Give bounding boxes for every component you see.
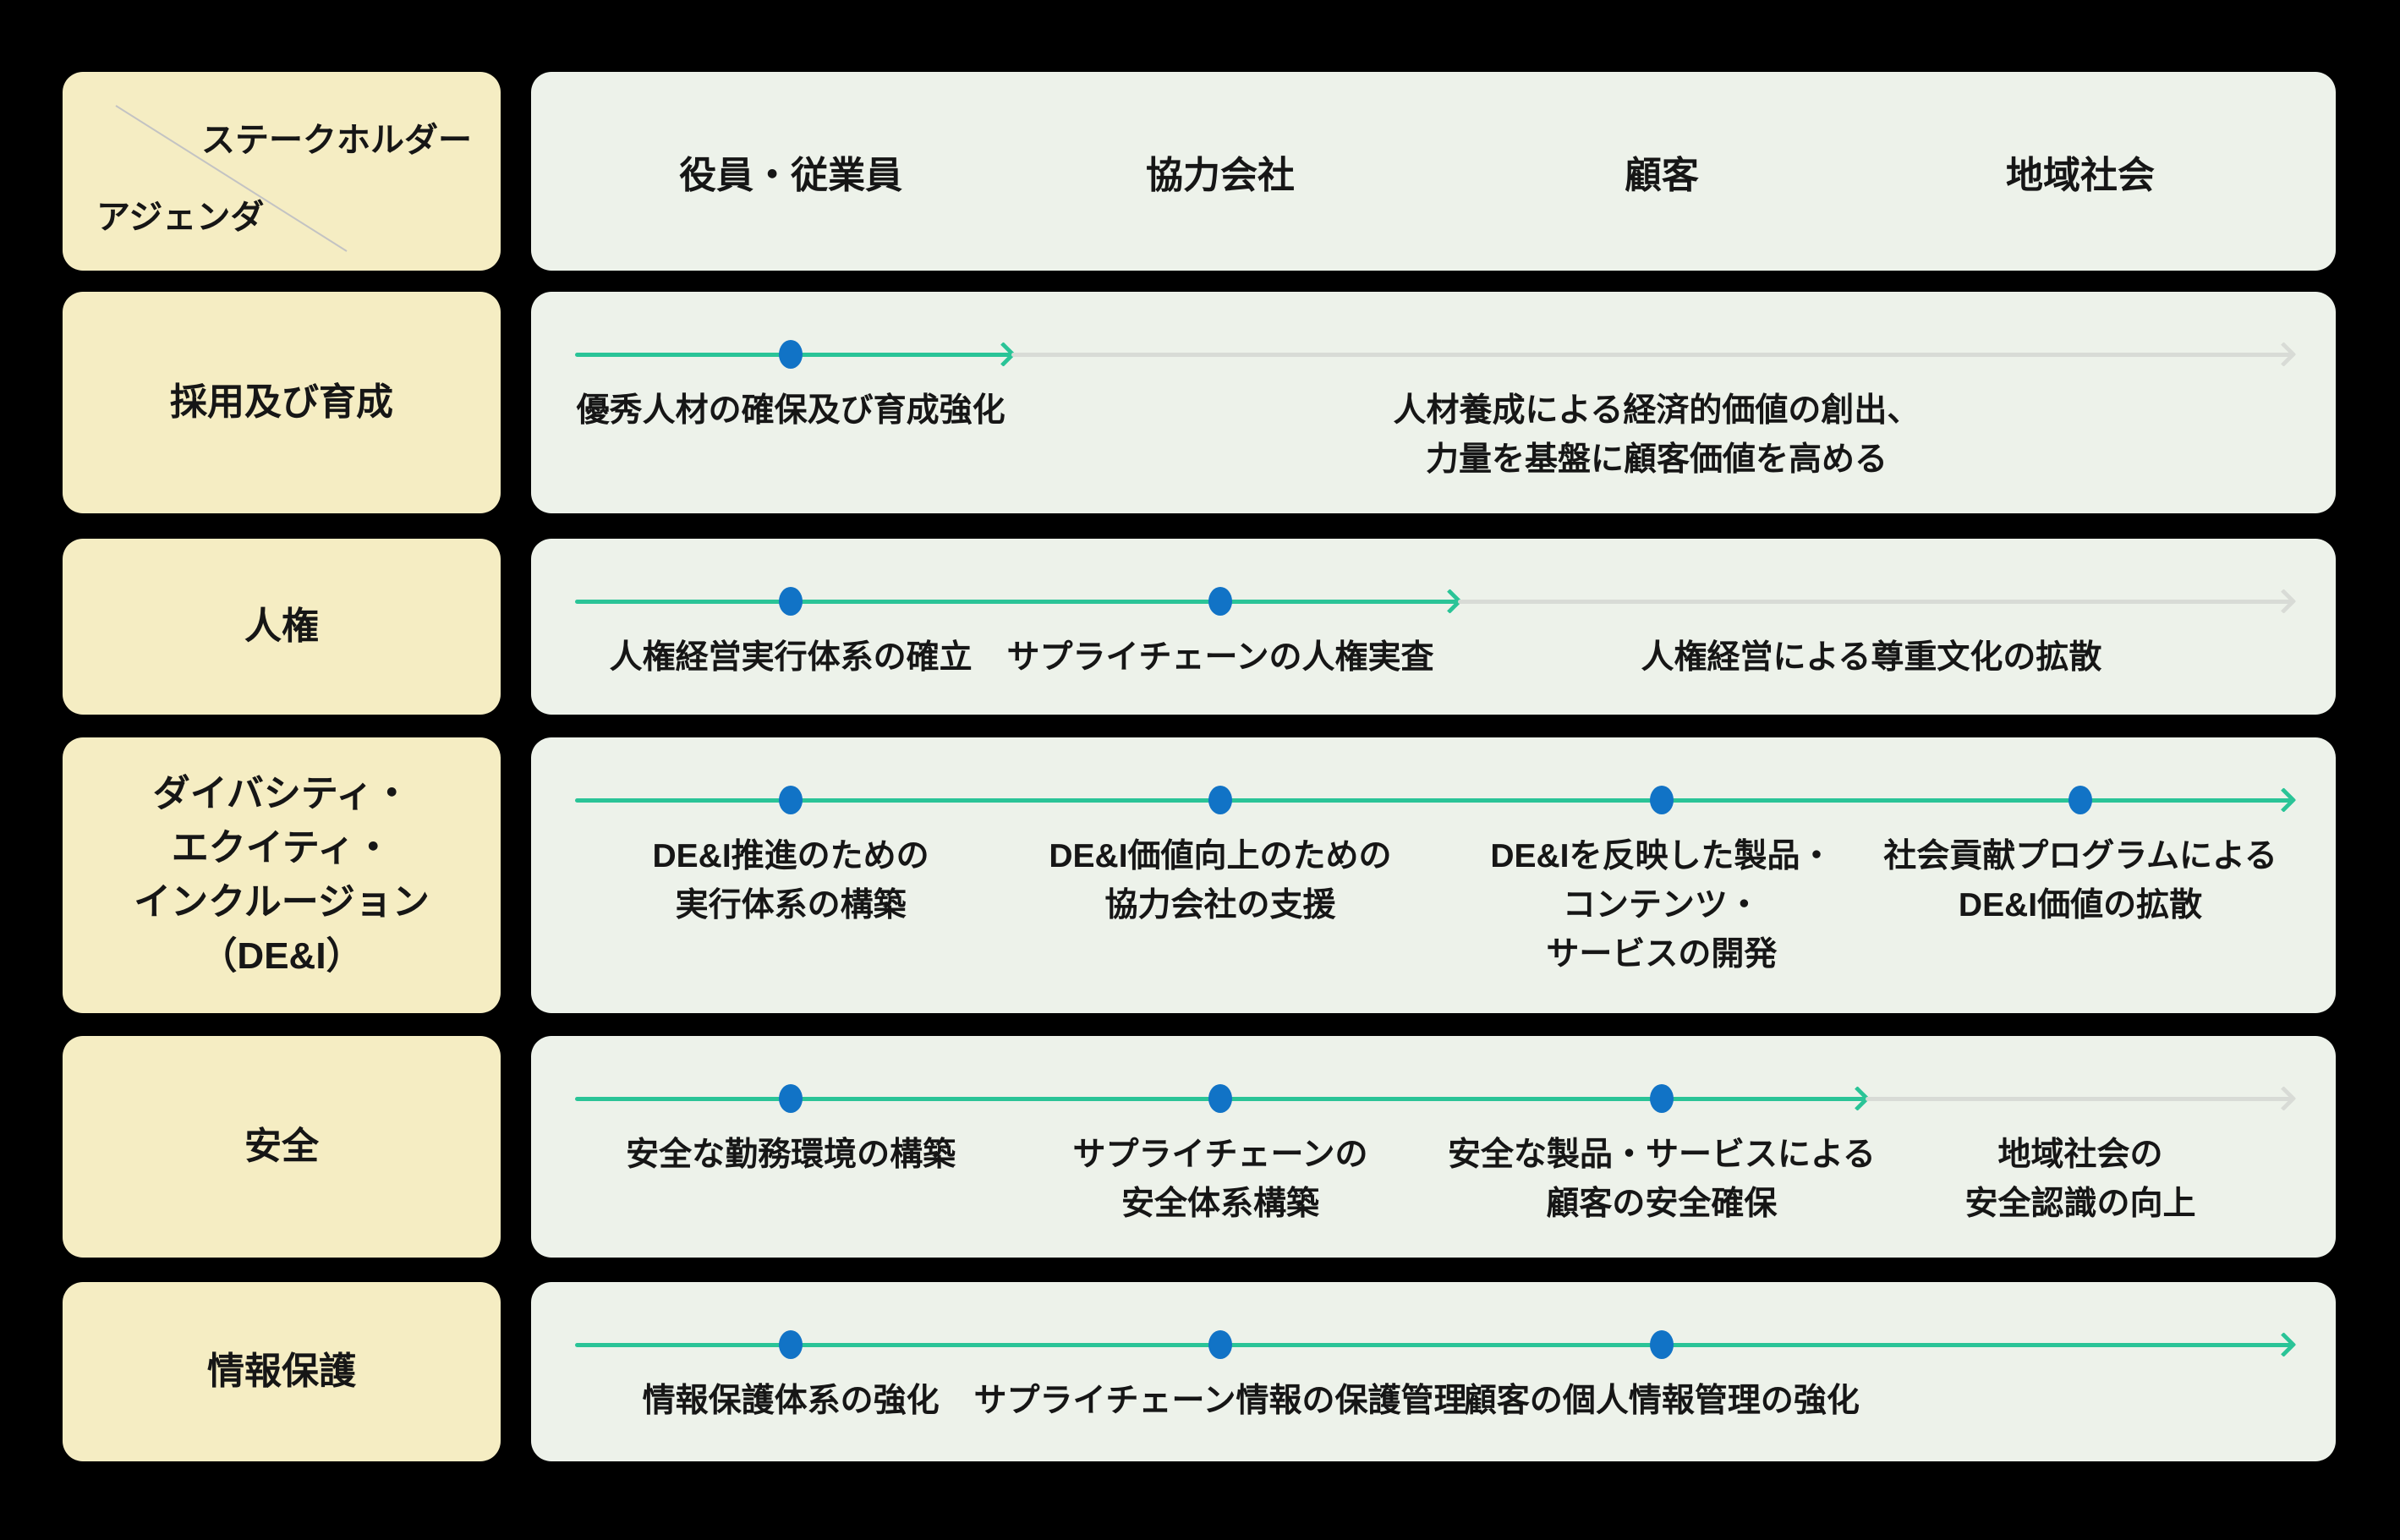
row-content-safety: 安全な勤務環境の構築 サプライチェーンの 安全体系構築 安全な製品・サービスによ… xyxy=(531,1036,2336,1258)
arrow-right-icon xyxy=(2271,342,2297,367)
timeline-label: 人権経営実行体系の確立 xyxy=(609,639,973,676)
timeline-label: DE&I推進のための 実行体系の構築 xyxy=(652,838,929,923)
timeline-label: 顧客の個人情報管理の強化 xyxy=(1463,1383,1860,1419)
timeline-label: 安全な製品・サービスによる 顧客の安全確保 xyxy=(1448,1137,1876,1222)
diagonal-divider-line xyxy=(115,105,348,252)
row-label-dei: ダイバシティ・ エクイティ・ インクルージョン（DE&I） xyxy=(63,737,501,1013)
agenda-axis-label: アジェンダ xyxy=(96,199,265,236)
row-label-safety: 安全 xyxy=(63,1036,501,1258)
milestone-dot xyxy=(779,1084,803,1113)
timeline-label: DE&I価値向上のための 協力会社の支援 xyxy=(1049,838,1392,923)
row-label-text: 人権 xyxy=(244,606,319,647)
row-content-recruitment-development: 優秀人材の確保及び育成強化 人材養成による経済的価値の創出、 力量を基盤に顧客価… xyxy=(531,292,2336,513)
column-header-partner-companies: 協力会社 xyxy=(1145,154,1295,196)
timeline-green-segment xyxy=(575,798,2292,803)
timeline-label: 安全な勤務環境の構築 xyxy=(626,1137,956,1173)
milestone-dot xyxy=(779,340,803,369)
timeline-label: サプライチェーンの 安全体系構築 xyxy=(1072,1137,1368,1222)
row-label-information-protection: 情報保護 xyxy=(63,1282,501,1461)
column-header-customers: 顧客 xyxy=(1624,154,1699,196)
row-content-information-protection: 情報保護体系の強化 サプライチェーン情報の保護管理 顧客の個人情報管理の強化 xyxy=(531,1282,2336,1461)
row-label-text: 安全 xyxy=(244,1126,319,1167)
timeline-green-segment xyxy=(575,1343,2292,1347)
timeline-label: 情報保護体系の強化 xyxy=(642,1383,940,1419)
stakeholder-header-row: 役員・従業員 協力会社 顧客 地域社会 xyxy=(531,72,2336,271)
arrow-right-icon xyxy=(2271,1332,2297,1357)
column-header-executives-employees: 役員・従業員 xyxy=(679,154,903,196)
milestone-dot xyxy=(1208,1084,1232,1113)
timeline-gray-segment xyxy=(1011,353,2292,357)
milestone-dot xyxy=(779,587,803,616)
timeline-label: DE&Iを反映した製品・ コンテンツ・ サービスの開発 xyxy=(1490,838,1833,973)
timeline-gray-segment xyxy=(1866,1097,2292,1101)
timeline-gray-segment xyxy=(1458,600,2292,604)
column-header-local-community: 地域社会 xyxy=(2006,154,2156,196)
milestone-dot xyxy=(1208,1330,1232,1359)
milestone-dot xyxy=(1208,786,1232,814)
milestone-dot xyxy=(2068,786,2093,814)
row-label-human-rights: 人権 xyxy=(63,539,501,715)
timeline-label: 地域社会の 安全認識の向上 xyxy=(1964,1137,2196,1222)
timeline-label: 人材養成による経済的価値の創出、 力量を基盤に顧客価値を高める xyxy=(1393,392,1921,478)
arrow-right-icon xyxy=(2271,1086,2297,1111)
timeline-label: サプライチェーン情報の保護管理 xyxy=(973,1383,1467,1419)
corner-header-cell: ステークホルダー アジェンダ xyxy=(63,72,501,271)
milestone-dot xyxy=(1649,1084,1674,1113)
arrow-right-icon xyxy=(2271,787,2297,813)
stakeholder-axis-label: ステークホルダー xyxy=(201,122,472,159)
milestone-dot xyxy=(779,786,803,814)
milestone-dot xyxy=(1649,1330,1674,1359)
row-content-dei: DE&I推進のための 実行体系の構築 DE&I価値向上のための 協力会社の支援 … xyxy=(531,737,2336,1013)
milestone-dot xyxy=(1649,786,1674,814)
milestone-dot xyxy=(779,1330,803,1359)
row-label-text: 採用及び育成 xyxy=(170,381,393,423)
row-label-text: ダイバシティ・ エクイティ・ インクルージョン（DE&I） xyxy=(134,773,430,977)
timeline-green-segment xyxy=(575,600,1458,604)
arrow-right-icon xyxy=(2271,589,2297,614)
row-label-text: 情報保護 xyxy=(207,1351,356,1392)
timeline-label: 社会貢献プログラムによる DE&I価値の拡散 xyxy=(1883,838,2277,923)
timeline-label: 人権経営による尊重文化の拡散 xyxy=(1641,639,2102,676)
timeline-label: 優秀人材の確保及び育成強化 xyxy=(576,392,1005,429)
timeline-label: サプライチェーンの人権実査 xyxy=(1006,639,1434,676)
row-label-recruitment-development: 採用及び育成 xyxy=(63,292,501,513)
row-content-human-rights: 人権経営実行体系の確立 サプライチェーンの人権実査 人権経営による尊重文化の拡散 xyxy=(531,539,2336,715)
milestone-dot xyxy=(1208,587,1232,616)
